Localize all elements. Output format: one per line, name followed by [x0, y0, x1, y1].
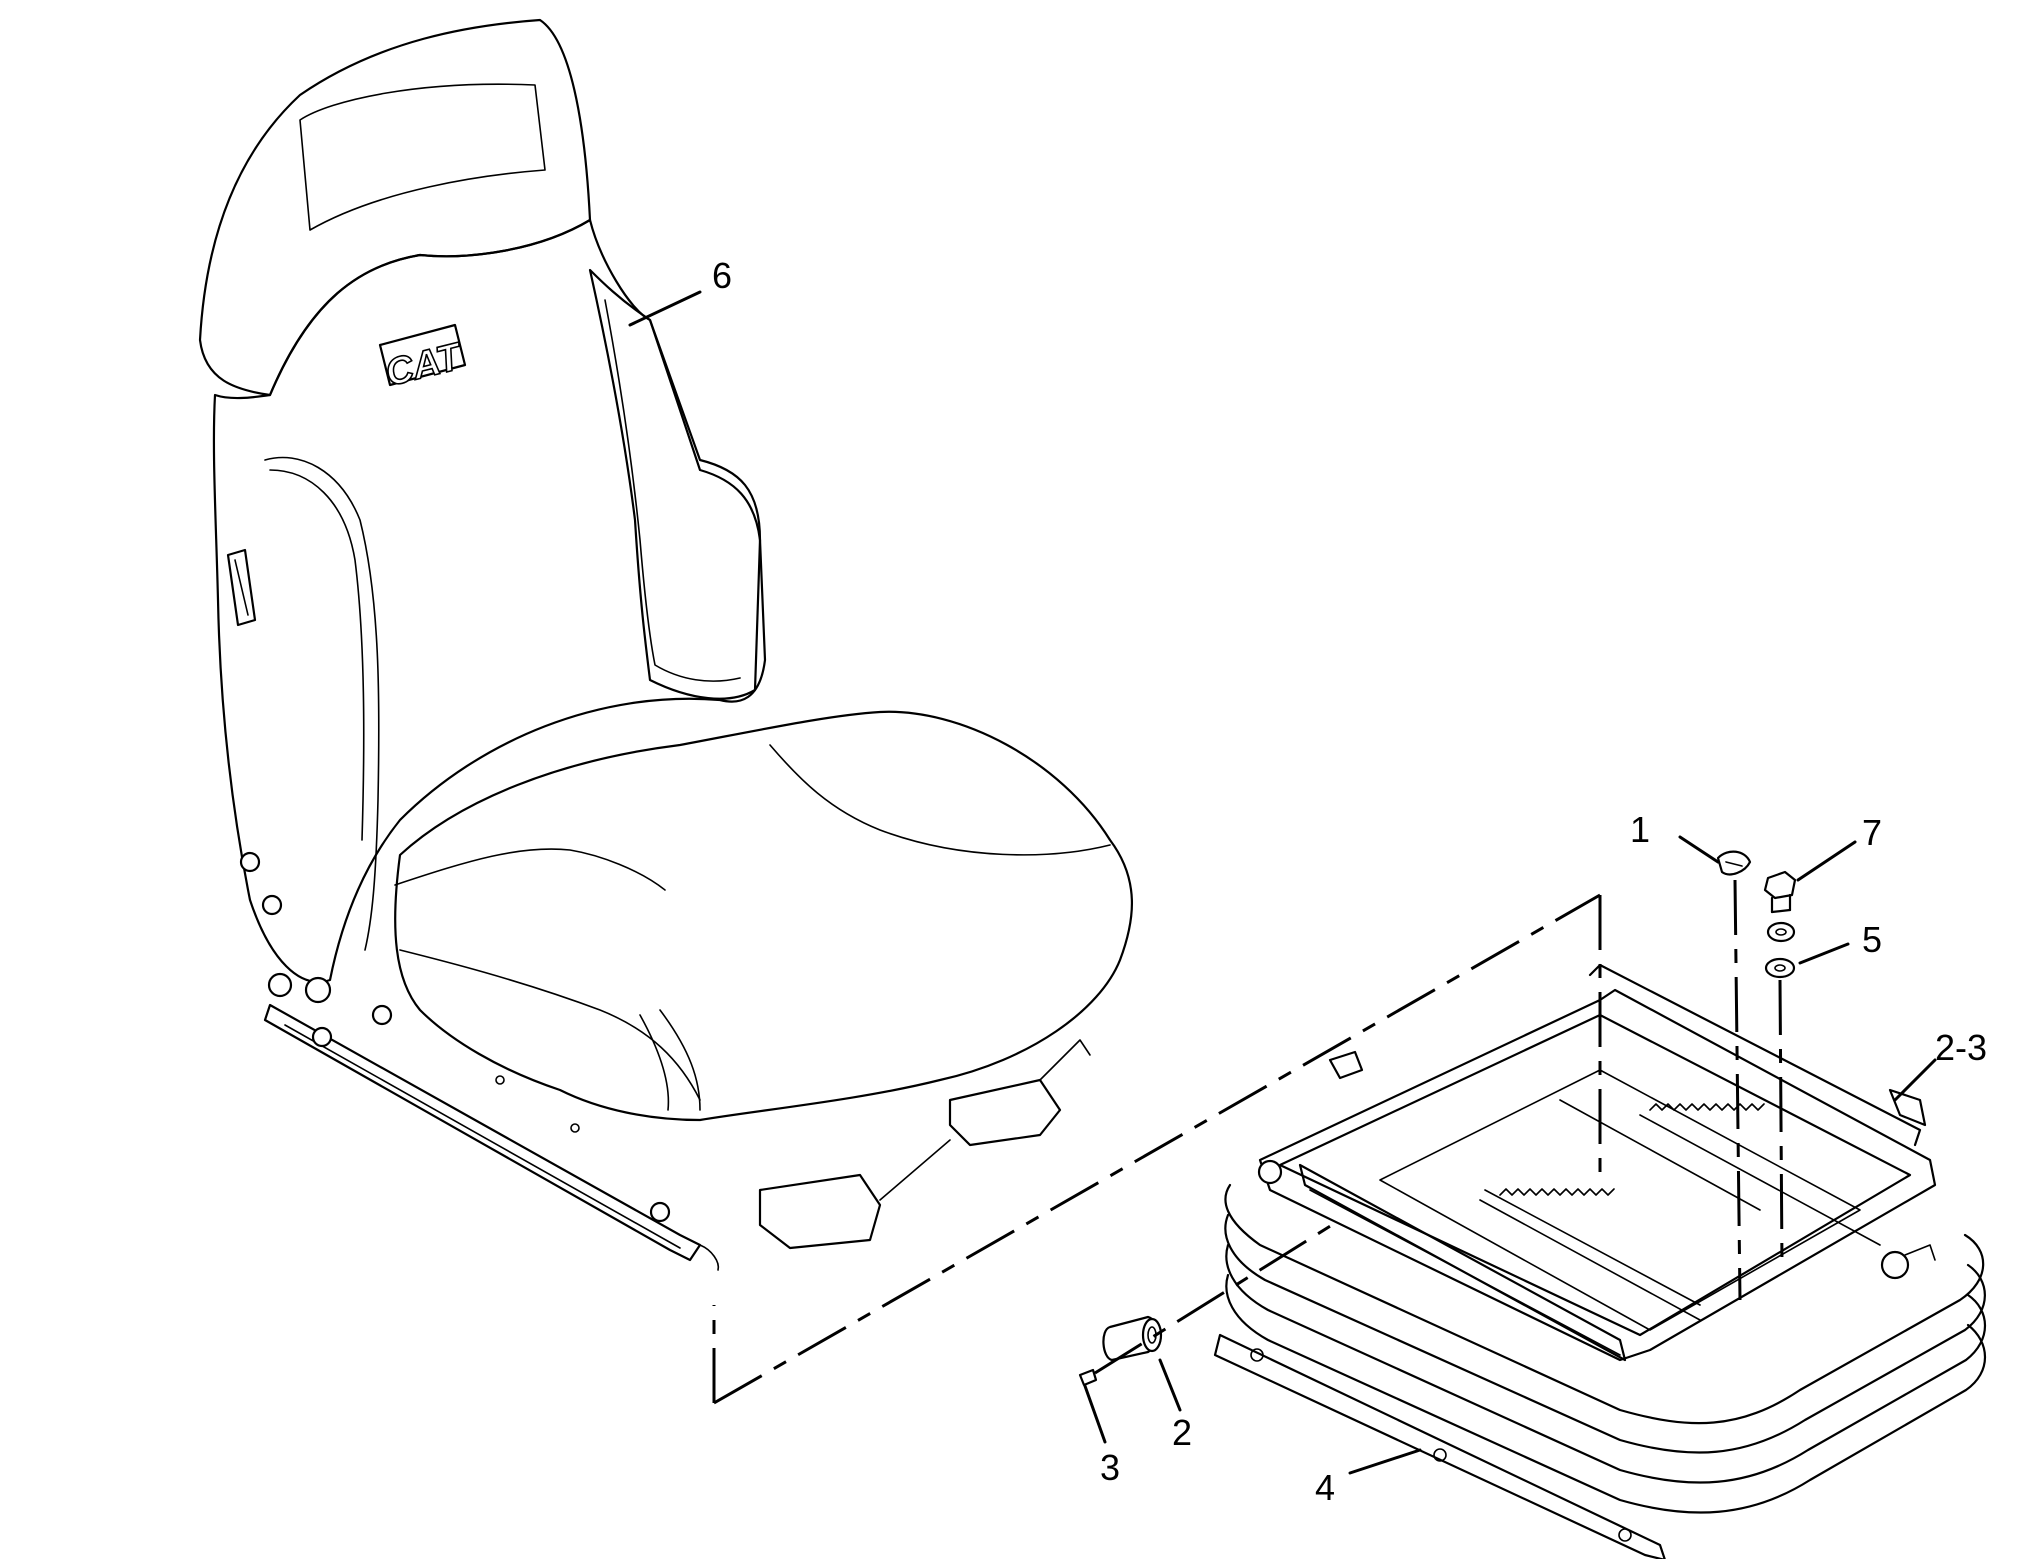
cat-logo: CAT — [378, 323, 468, 396]
callout-2: 2 — [1172, 1412, 1192, 1453]
washer-upper — [1766, 921, 1796, 943]
suspension-base — [1213, 963, 1987, 1559]
callout-1: 1 — [1630, 809, 1650, 850]
sleeve-part-2 — [1102, 1315, 1163, 1362]
callout-7: 7 — [1862, 812, 1882, 853]
leader-lines — [628, 290, 1937, 1475]
callout-labels: 6 1 7 5 2-3 2 3 4 — [712, 255, 1987, 1508]
callout-5: 5 — [1862, 919, 1882, 960]
callout-4: 4 — [1315, 1467, 1335, 1508]
callout-6: 6 — [712, 255, 732, 296]
callout-2-3: 2-3 — [1935, 1027, 1987, 1068]
clip-part-1 — [1716, 850, 1752, 876]
callout-3: 3 — [1100, 1447, 1120, 1488]
washer-part-5 — [1764, 957, 1796, 979]
assembly-lines — [712, 879, 1784, 1405]
pin-part-3 — [1078, 1368, 1098, 1387]
seat-assembly: CAT — [198, 18, 1133, 1271]
cat-logo-text: CAT — [381, 335, 467, 395]
bolt-part-7 — [1763, 870, 1797, 914]
